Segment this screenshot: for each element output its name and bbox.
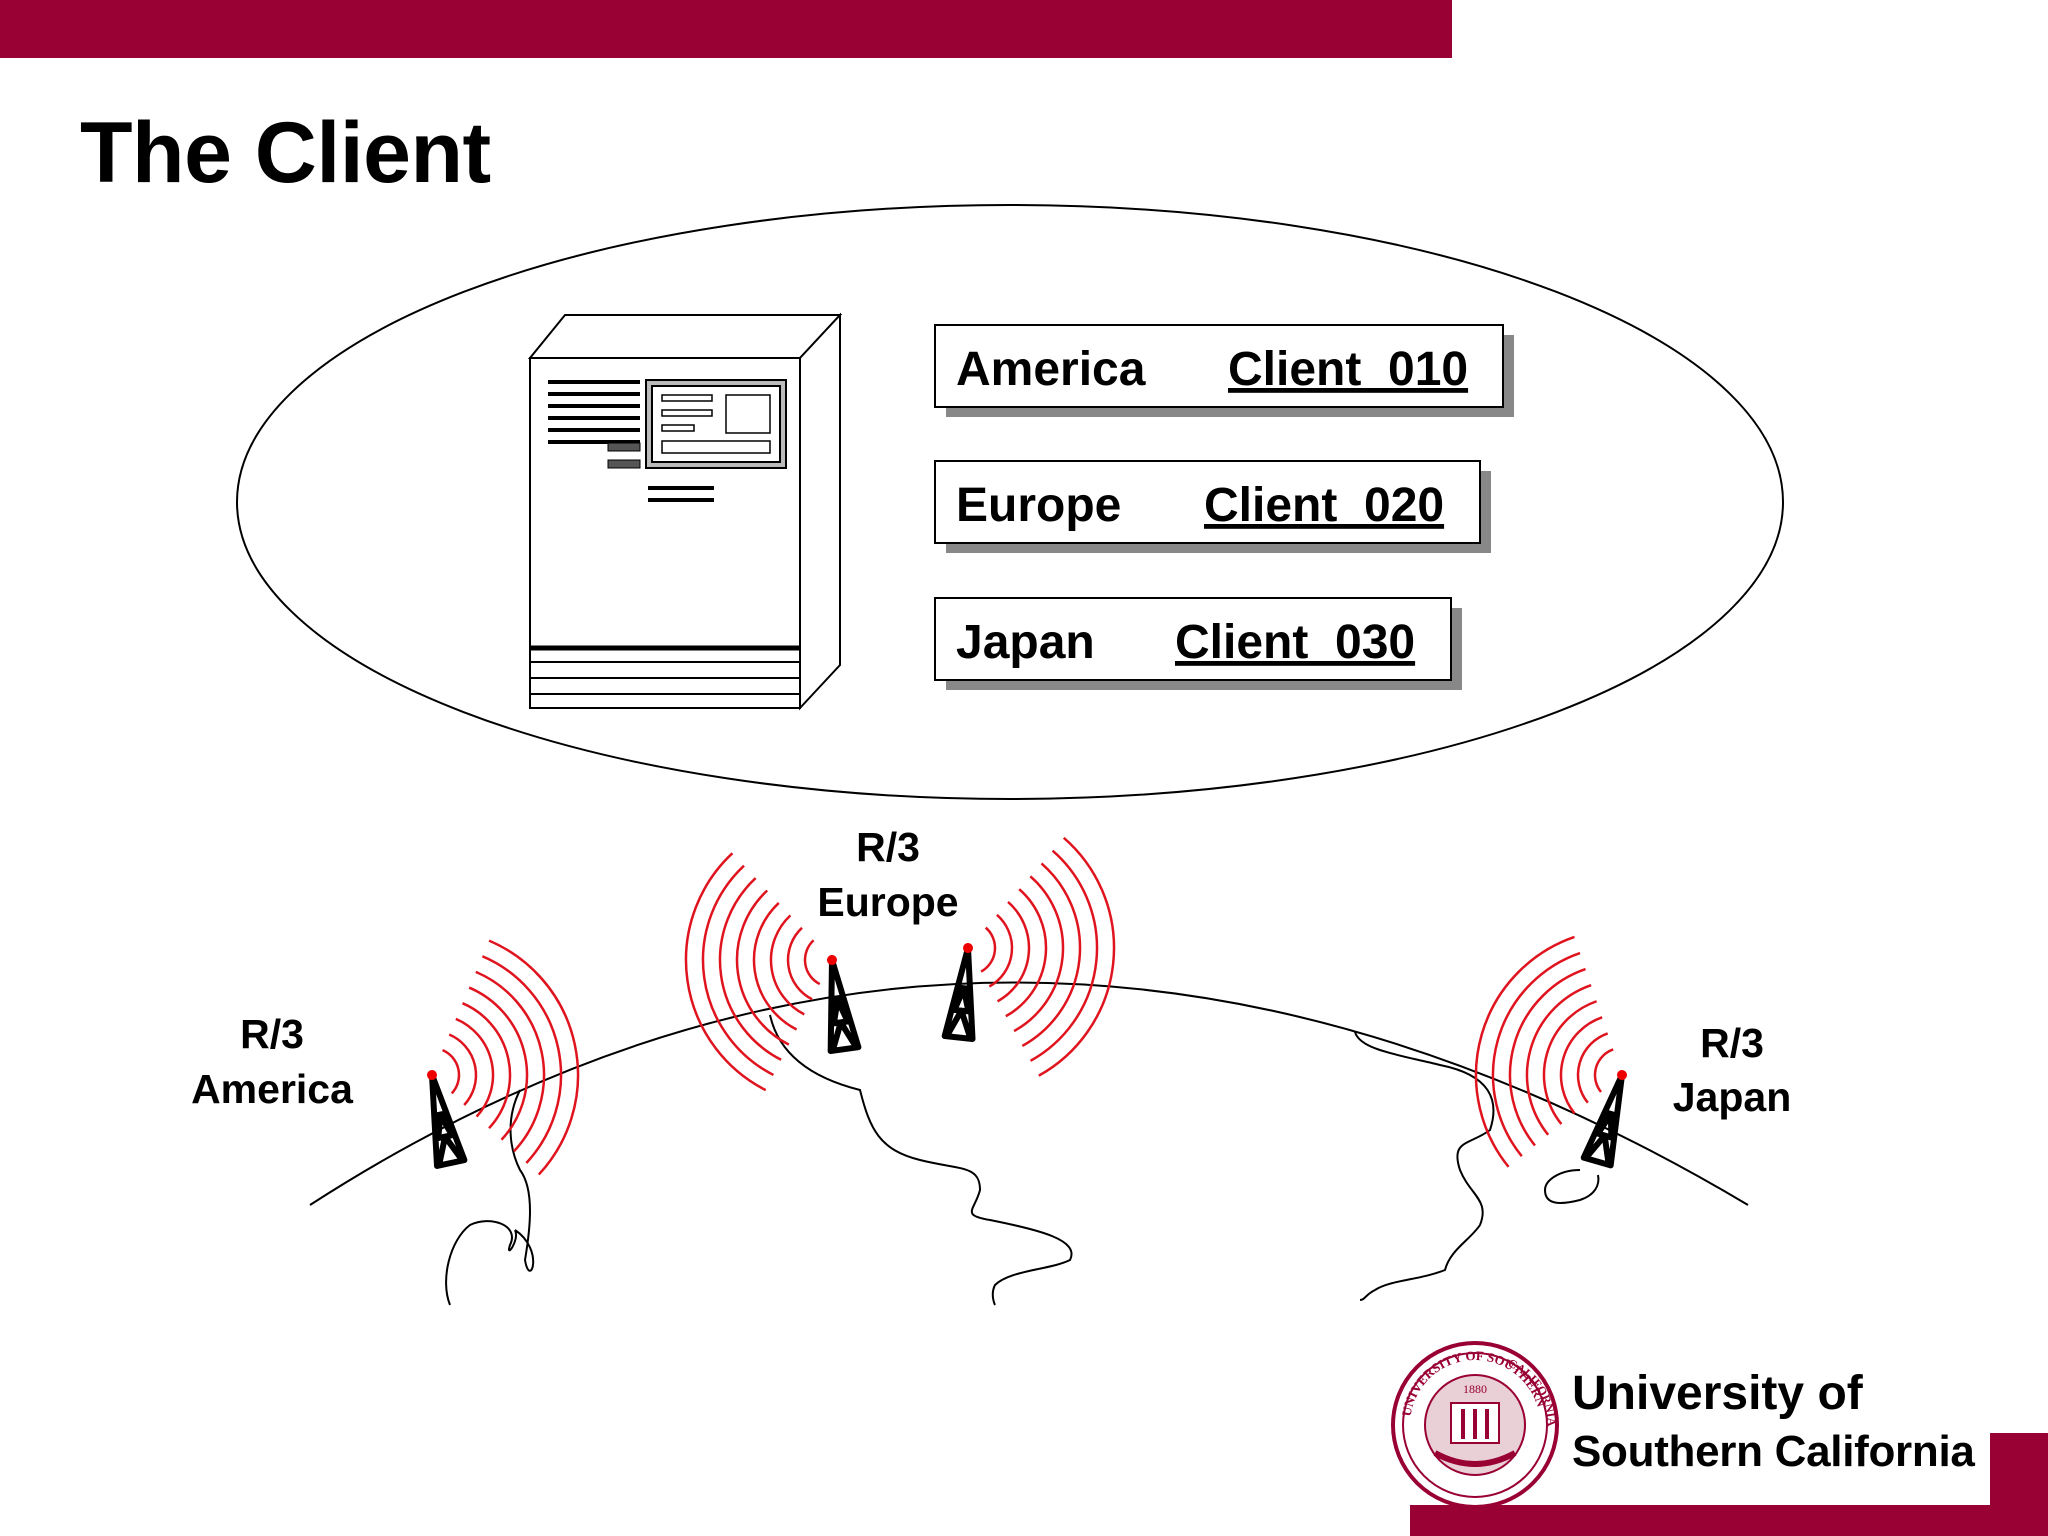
radio-tower-icon bbox=[1474, 935, 1627, 1169]
client-code: Client 030 bbox=[1175, 616, 1415, 669]
signal-wave bbox=[1593, 1048, 1614, 1093]
continent-outlines bbox=[445, 1014, 1600, 1306]
signal-wave bbox=[769, 914, 805, 1016]
site-label-europe: R/3 Europe bbox=[817, 824, 958, 925]
university-line-2: Southern California bbox=[1572, 1427, 1975, 1476]
site-system: R/3 bbox=[1700, 1020, 1764, 1066]
radio-tower-icon bbox=[941, 836, 1116, 1077]
site-region: Europe bbox=[817, 879, 958, 925]
signal-wave bbox=[735, 889, 790, 1046]
site-region: Japan bbox=[1673, 1074, 1792, 1120]
signal-wave bbox=[980, 926, 997, 973]
radio-tower-icon bbox=[427, 939, 580, 1176]
signal-wave bbox=[1029, 849, 1099, 1062]
university-seal-icon: UNIVERSITY OF SOUTHERN CALIFORNIA 1880 bbox=[1391, 1341, 1559, 1509]
bottom-accent-bar bbox=[1410, 1505, 2048, 1536]
client-ellipse bbox=[236, 204, 1784, 800]
signal-wave bbox=[1576, 1032, 1609, 1104]
university-name: University of Southern California bbox=[1572, 1365, 1975, 1481]
client-region: America bbox=[956, 343, 1146, 396]
radio-tower-icon bbox=[684, 852, 862, 1092]
signal-wave bbox=[752, 902, 798, 1031]
signal-wave bbox=[1491, 951, 1581, 1157]
signal-wave bbox=[1542, 1000, 1598, 1125]
client-code: Client 010 bbox=[1228, 343, 1468, 396]
signal-wave bbox=[488, 939, 580, 1176]
client-code: Client 020 bbox=[1204, 479, 1444, 532]
top-accent-bar bbox=[0, 0, 1452, 58]
signal-wave bbox=[1508, 967, 1586, 1147]
site-label-japan: R/3 Japan bbox=[1673, 1020, 1792, 1120]
signal-wave bbox=[701, 864, 775, 1077]
signal-wave bbox=[684, 852, 767, 1092]
client-box-america: America Client 010 bbox=[934, 324, 1514, 417]
site-region: America bbox=[191, 1066, 354, 1112]
signal-wave bbox=[442, 1048, 461, 1095]
signal-wave bbox=[803, 939, 821, 986]
radio-towers bbox=[427, 836, 1627, 1176]
site-label-america: R/3 America bbox=[191, 1011, 354, 1112]
client-region: Japan bbox=[956, 616, 1095, 669]
seal-year: 1880 bbox=[1463, 1382, 1487, 1396]
signal-wave bbox=[1038, 836, 1116, 1077]
signal-wave bbox=[461, 1002, 512, 1130]
signal-wave bbox=[996, 901, 1031, 1003]
site-system: R/3 bbox=[240, 1011, 304, 1057]
signal-wave bbox=[1474, 935, 1575, 1168]
university-line-1: University of bbox=[1572, 1367, 1863, 1420]
signal-wave bbox=[1013, 875, 1065, 1033]
client-region: Europe bbox=[956, 479, 1121, 532]
client-box-japan: Japan Client 030 bbox=[934, 597, 1462, 690]
client-box-europe: Europe Client 020 bbox=[934, 460, 1491, 553]
signal-wave bbox=[448, 1033, 478, 1106]
signal-wave bbox=[1021, 862, 1082, 1048]
signal-wave bbox=[1005, 888, 1048, 1018]
server-tower-icon bbox=[527, 312, 843, 711]
signal-wave bbox=[988, 913, 1014, 988]
site-system: R/3 bbox=[856, 824, 920, 870]
signal-wave bbox=[1525, 983, 1592, 1136]
slide-title: The Client bbox=[80, 105, 491, 201]
signal-wave bbox=[455, 1017, 495, 1118]
signal-wave bbox=[481, 955, 563, 1164]
signal-wave bbox=[786, 926, 813, 1001]
signal-wave bbox=[468, 986, 529, 1141]
bottom-accent-block bbox=[1990, 1433, 2048, 1536]
signal-wave bbox=[718, 877, 782, 1061]
signal-wave bbox=[1559, 1016, 1603, 1115]
signal-wave bbox=[475, 970, 546, 1153]
